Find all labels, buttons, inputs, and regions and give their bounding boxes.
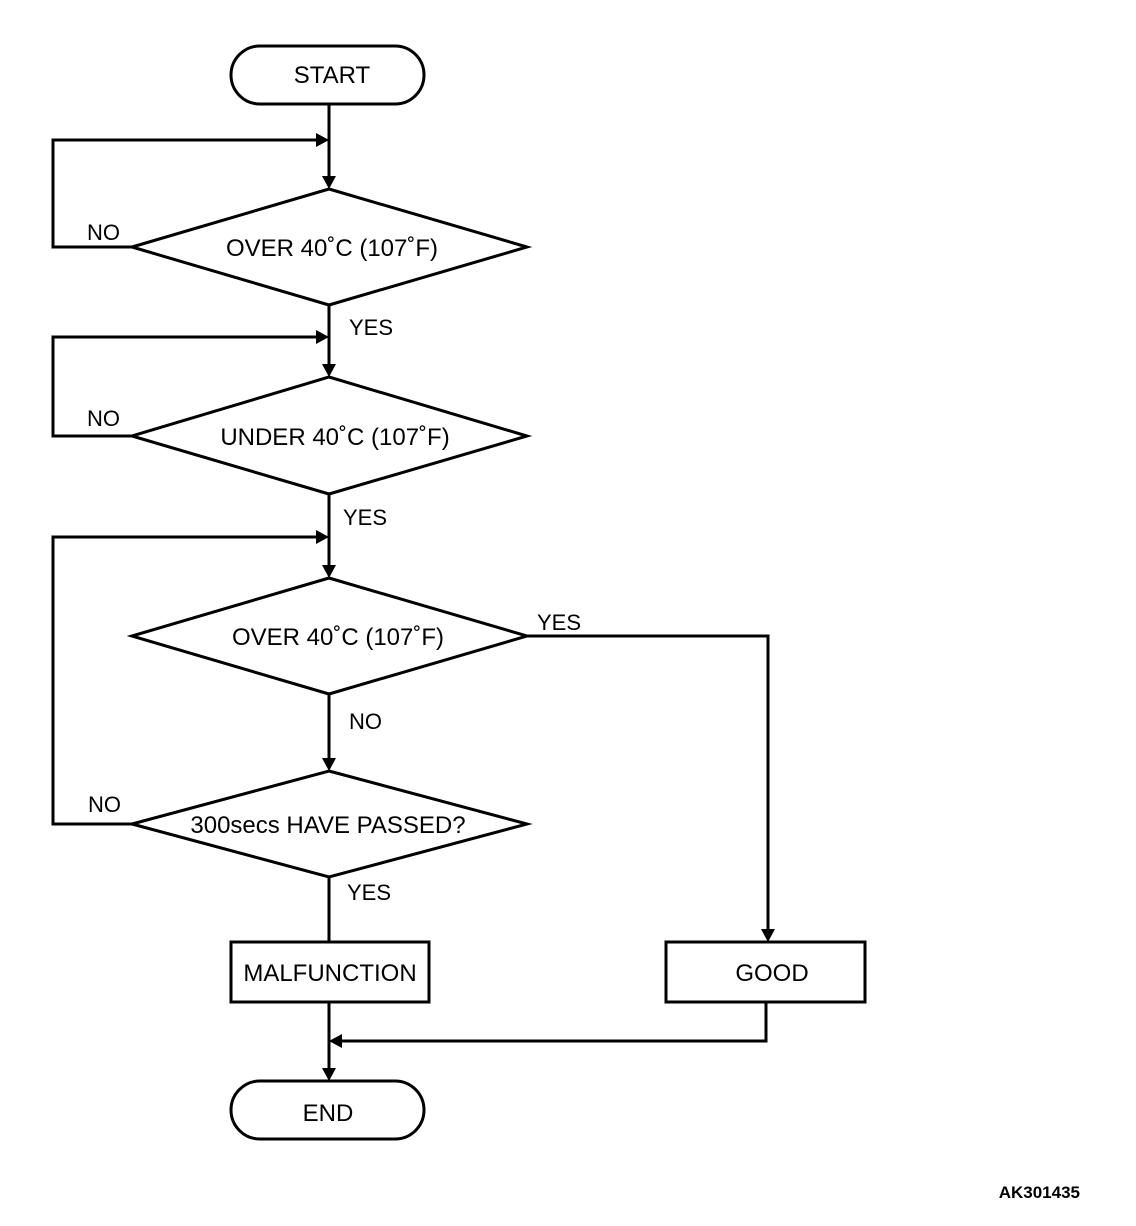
decision-under-40c-label: UNDER 40˚C (107˚F) xyxy=(220,424,449,451)
arrowhead-into-under xyxy=(322,364,336,377)
edge-label-over1-yes: YES xyxy=(349,315,393,340)
arrowhead-loop3-return xyxy=(316,530,329,544)
decision-over-40c-first-label: OVER 40˚C (107˚F) xyxy=(226,235,438,262)
end-terminator xyxy=(229,1079,426,1141)
malfunction-label: MALFUNCTION xyxy=(243,960,416,987)
figure-code: AK301435 xyxy=(999,1183,1080,1202)
arrowhead-into-good xyxy=(761,929,775,942)
connector-over2-yes-to-good xyxy=(527,634,770,929)
end-label: END xyxy=(303,1100,354,1127)
edge-label-time-no: NO xyxy=(88,792,121,817)
decision-over-40c-second-label: OVER 40˚C (107˚F) xyxy=(232,624,444,651)
edge-label-over1-no: NO xyxy=(87,220,120,245)
loop-over1-no xyxy=(51,138,316,249)
edge-label-under-yes: YES xyxy=(343,505,387,530)
arrowhead-into-over1 xyxy=(322,176,336,189)
loop-time-no xyxy=(51,535,316,826)
edge-label-time-yes: YES xyxy=(347,880,391,905)
connector-good-to-end xyxy=(342,1002,768,1043)
arrowhead-loop1-return xyxy=(316,133,329,147)
decision-300secs-passed-label: 300secs HAVE PASSED? xyxy=(190,812,465,839)
edge-label-under-no: NO xyxy=(87,406,120,431)
edge-label-over2-no: NO xyxy=(349,709,382,734)
loop-under-no xyxy=(51,335,316,438)
arrowhead-loop2-return xyxy=(316,330,329,344)
good-label: GOOD xyxy=(735,960,808,987)
arrowhead-into-time xyxy=(322,758,336,771)
edge-label-over2-yes: YES xyxy=(537,610,581,635)
start-label: START xyxy=(294,62,371,89)
malfunction-box xyxy=(229,940,431,1004)
arrowhead-good-merge xyxy=(329,1034,342,1048)
arrowhead-into-over2 xyxy=(322,565,336,578)
arrowhead-into-end xyxy=(322,1068,336,1081)
good-box xyxy=(664,940,867,1004)
